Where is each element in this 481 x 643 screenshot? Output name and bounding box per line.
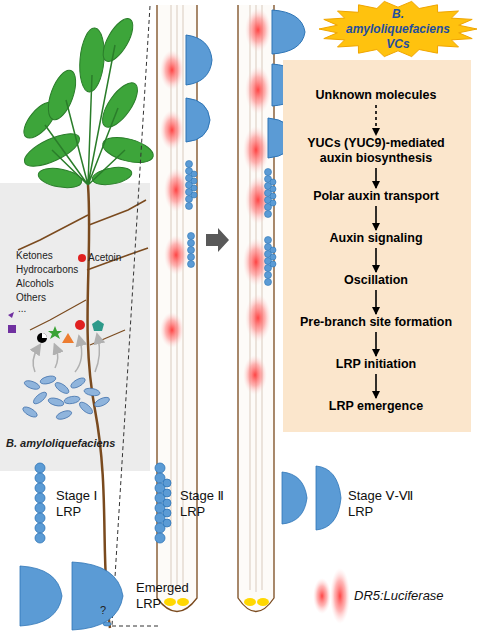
bacteria-cluster (21, 375, 110, 421)
root-panel-before (157, 5, 212, 612)
soil-area (0, 183, 150, 471)
flow-arrow (375, 248, 377, 272)
legend-text: Stage Ⅰ LRP (56, 488, 116, 520)
emission-arrows (33, 338, 99, 372)
volatile-symbols (8, 312, 104, 343)
transition-arrow (206, 228, 229, 252)
text-label: B. amyloliquefaciens (6, 437, 115, 449)
process-step: LRP initiation (291, 357, 461, 372)
flow-arrow (375, 290, 377, 314)
process-step: YUCs (YUC9)-mediated auxin biosynthesis (298, 136, 454, 166)
flow-arrow (375, 168, 377, 188)
text-label: ? (100, 604, 106, 616)
flow-arrow (375, 206, 377, 230)
legend-text: Emerged LRP (136, 580, 206, 612)
process-step: LRP emergence (291, 399, 461, 414)
text-label: Others (16, 292, 46, 304)
step-text: Polar auxin transport (291, 189, 461, 204)
legend-text: Stage Ⅱ LRP (180, 488, 240, 520)
pathway-panel (283, 60, 471, 432)
flow-arrow (375, 332, 377, 356)
flow-arrow (375, 374, 377, 398)
step-text: YUCs (YUC9)-mediated auxin biosynthesis (298, 136, 454, 166)
process-step: Oscillation (291, 273, 461, 288)
text-label: Alcohols (16, 278, 54, 290)
text-label: ... (18, 303, 26, 315)
plant-rosette (18, 14, 156, 190)
step-text: LRP emergence (291, 399, 461, 414)
starburst-text: B. amyloliquefaciens VCs (340, 7, 456, 52)
step-text: Pre-branch site formation (291, 315, 461, 330)
step-text: Auxin signaling (291, 231, 461, 246)
zoom-lines (112, 6, 160, 626)
flow-arrow (375, 105, 377, 135)
process-step: Polar auxin transport (291, 189, 461, 204)
text-label: Acetoin (88, 252, 121, 264)
text-label: Ketones (16, 250, 53, 262)
starburst-node: B. amyloliquefaciens VCs (318, 0, 478, 58)
step-text: Unknown molecules (291, 88, 461, 103)
legend-text: DR5:Luciferase (354, 588, 474, 604)
step-text: Oscillation (291, 273, 461, 288)
text-label: Hydrocarbons (16, 264, 78, 276)
step-text: LRP initiation (291, 357, 461, 372)
legend-text: Stage Ⅴ-Ⅶ LRP (348, 488, 418, 520)
legend-icons (20, 463, 341, 630)
process-step: Pre-branch site formation (291, 315, 461, 330)
process-step: Unknown molecules (291, 88, 461, 103)
process-step: Auxin signaling (291, 231, 461, 246)
